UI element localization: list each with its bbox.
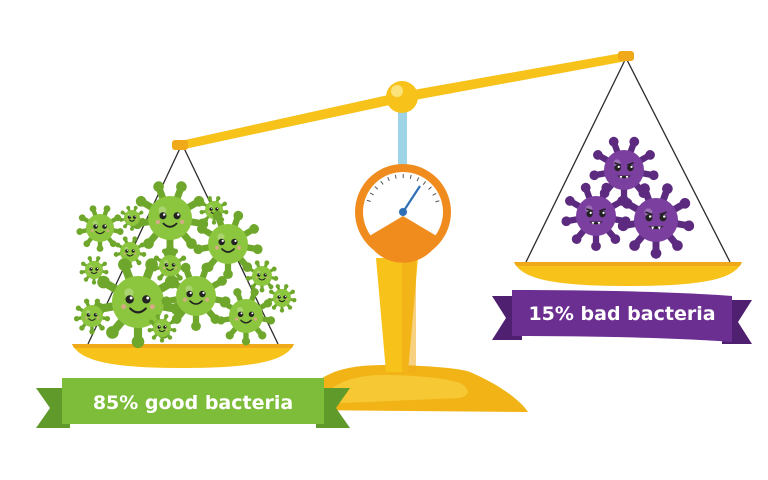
good-bacterium bbox=[245, 259, 279, 293]
good-bacterium bbox=[119, 205, 145, 231]
dial-tick bbox=[435, 200, 440, 203]
dial-tick bbox=[422, 181, 427, 185]
right-pan bbox=[514, 262, 742, 286]
right-pan-strings bbox=[525, 57, 731, 263]
dial-needle bbox=[402, 185, 421, 213]
scale-dial bbox=[355, 164, 451, 263]
dial-tick bbox=[387, 177, 390, 182]
good-bacterium bbox=[216, 286, 276, 346]
good-bacterium bbox=[73, 297, 111, 335]
good-bacterium bbox=[75, 204, 125, 252]
good-bacterium bbox=[130, 179, 210, 257]
dial-tick bbox=[374, 186, 379, 190]
good-bacterium bbox=[113, 235, 147, 269]
bad-bacteria-group bbox=[560, 135, 696, 259]
dial-tick bbox=[366, 199, 371, 202]
dial-tick bbox=[369, 192, 374, 196]
scale-pivot-shine bbox=[391, 85, 403, 97]
dial-tick bbox=[394, 174, 397, 179]
good-bacterium bbox=[192, 209, 264, 279]
bad-bacterium bbox=[588, 135, 660, 205]
good-bacterium bbox=[91, 256, 185, 349]
scale-beam-right-cap bbox=[618, 51, 634, 61]
dial-tick bbox=[432, 192, 437, 196]
dial-tick bbox=[409, 174, 412, 179]
good-bacterium bbox=[160, 261, 232, 331]
dial-tick bbox=[416, 177, 420, 182]
good-bacteria-label: 85% good bacteria bbox=[93, 392, 293, 414]
good-bacterium bbox=[151, 247, 189, 285]
scale-pillar-shade bbox=[402, 258, 416, 372]
dial-tick bbox=[380, 180, 384, 185]
good-bacterium bbox=[267, 283, 297, 313]
scale-base-shine bbox=[320, 375, 468, 404]
dial-tick bbox=[428, 186, 432, 190]
good-bacteria-group bbox=[73, 179, 297, 349]
bad-bacterium bbox=[560, 181, 632, 251]
scale-stem bbox=[398, 108, 407, 176]
good-bacteria-ribbon: 85% good bacteria bbox=[36, 378, 350, 428]
bad-bacterium bbox=[616, 181, 696, 259]
left-pan bbox=[72, 344, 294, 368]
scale-pivot bbox=[386, 81, 418, 113]
good-bacterium bbox=[79, 255, 109, 285]
bad-bacteria-ribbon: 15% bad bacteria bbox=[492, 290, 752, 344]
bad-bacteria-label: 15% bad bacteria bbox=[528, 303, 715, 325]
scale-beam-left-cap bbox=[172, 140, 188, 150]
good-bacterium bbox=[147, 313, 177, 343]
